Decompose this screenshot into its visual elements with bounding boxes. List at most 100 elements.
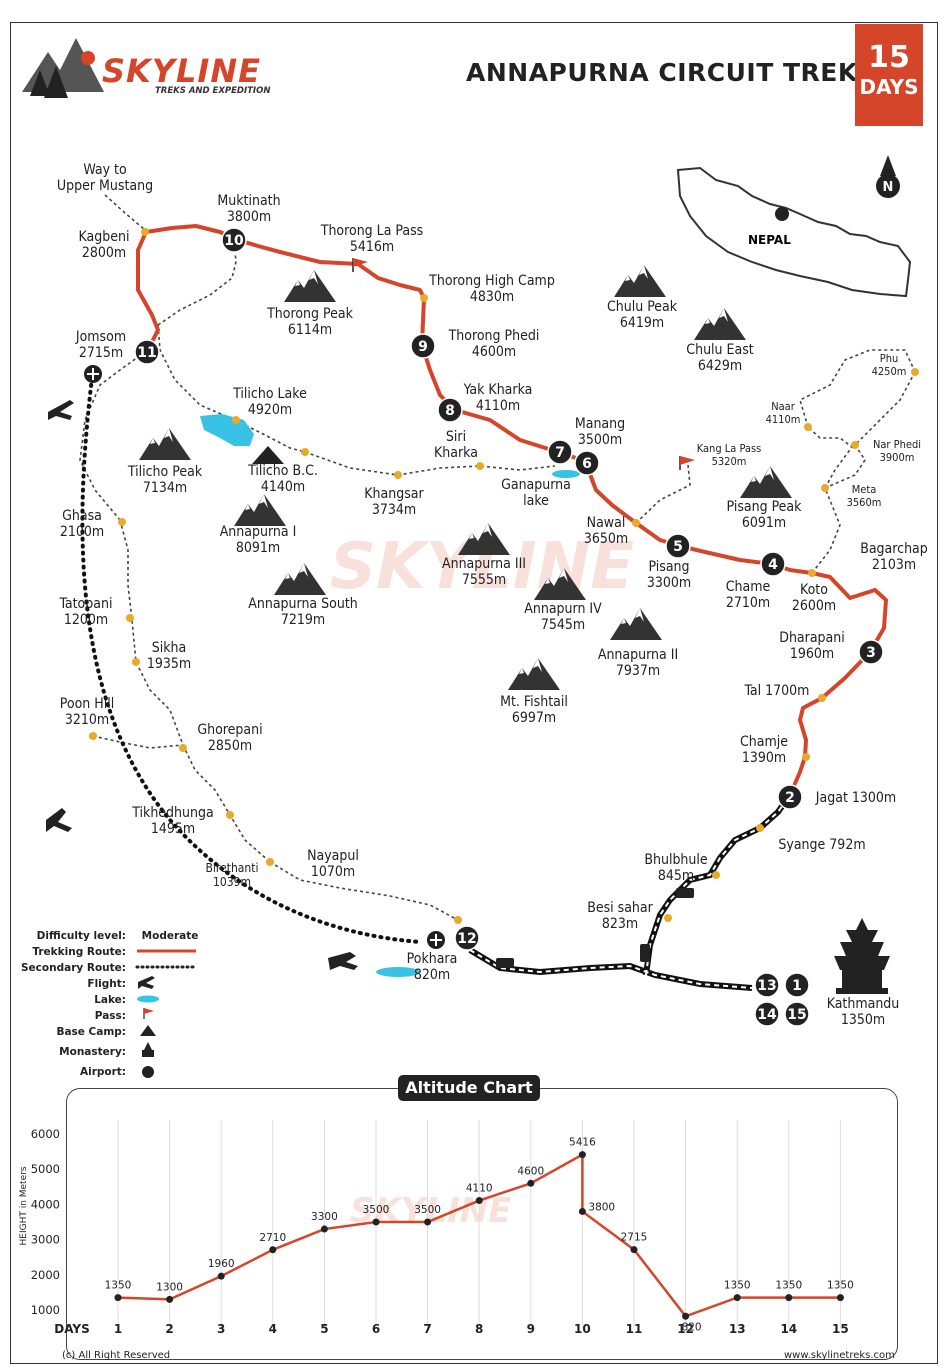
place-line: Tikhedhunga [131, 805, 213, 821]
days-badge: 15 DAYS [855, 24, 923, 126]
place-line: 4140m [261, 479, 305, 495]
place-line: Tilicho Lake [232, 386, 307, 402]
point-label: 1350 [105, 1280, 132, 1292]
day-marker-circle [665, 533, 691, 559]
place-line: 2100m [60, 524, 104, 540]
place-line: 1935m [147, 656, 191, 672]
point-label: 4110 [466, 1183, 493, 1195]
y-tick-label: 4000 [31, 1197, 60, 1211]
day-marker-circle [134, 339, 160, 365]
altitude-point [217, 1272, 225, 1280]
day-marker-7: 7 [547, 439, 573, 465]
day-marker-label: 9 [418, 339, 428, 355]
altitude-point [578, 1151, 586, 1159]
place-line: Meta [852, 483, 877, 496]
place-line: 3300m [647, 575, 691, 591]
waypoint-dot [808, 569, 816, 577]
legend-secondary-route: Secondary Route: [21, 962, 126, 974]
legend-trekking-route: Trekking Route: [32, 946, 126, 958]
tilicho-lake-icon [200, 414, 254, 446]
x-tick-label: 2 [165, 1322, 173, 1336]
place-line: Besi sahar [587, 900, 653, 916]
day-marker-8: 8 [437, 397, 463, 423]
pass-flag-icon [352, 258, 695, 470]
peak-line: 6997m [512, 710, 556, 726]
point-label: 1300 [156, 1281, 183, 1293]
day-marker-label: 14 [757, 1007, 777, 1023]
x-tick-label: 7 [423, 1322, 431, 1336]
place-line: 2715m [79, 345, 123, 361]
place-line: 5416m [350, 239, 394, 255]
legend-pass: Pass: [94, 1010, 126, 1022]
altitude-point [320, 1225, 328, 1233]
place-line: Ghasa [62, 508, 102, 524]
place-line: 4830m [470, 289, 514, 305]
altitude-point [578, 1207, 586, 1215]
point-label: 820 [682, 1321, 702, 1333]
altitude-point [424, 1218, 432, 1226]
altitude-chart-title: Altitude Chart [398, 1075, 540, 1101]
north-label: N [883, 180, 894, 195]
x-tick-label: 14 [780, 1322, 797, 1336]
day-marker-label: 10 [224, 233, 244, 249]
x-tick-label: 15 [832, 1322, 849, 1336]
website-link[interactable]: www.skylinetreks.com [784, 1350, 895, 1361]
brand-tagline: TREKS AND EXPEDITION [155, 86, 271, 96]
waypoint-dot [394, 471, 402, 479]
waypoint-dot [851, 441, 859, 449]
place-line: Jagat 1300m [815, 790, 896, 806]
peak-line: Annapurna III [442, 556, 526, 572]
waypoint-dot [118, 518, 126, 526]
day-marker-circle [784, 1001, 810, 1027]
place-line: Poon Hill [60, 696, 114, 712]
day-marker-6: 6 [574, 450, 600, 476]
peak-line: Thorong Peak [266, 306, 353, 322]
peak-line: 6114m [288, 322, 332, 338]
day-marker-9: 9 [410, 333, 436, 359]
point-label: 3800 [588, 1201, 615, 1213]
legend-monastery: Monastery: [59, 1046, 126, 1058]
place-line: 4920m [248, 402, 292, 418]
airport-icon [84, 365, 445, 949]
pokhara-lake-icon [376, 967, 420, 977]
place-line: Bagarchap [860, 541, 928, 557]
monastery-icon [834, 918, 890, 994]
peak-line: Chulu Peak [607, 299, 678, 315]
day-marker-13: 13 [754, 972, 780, 998]
place-line: 3560m [847, 496, 882, 509]
waypoint-dot [476, 462, 484, 470]
x-tick-label: 13 [729, 1322, 746, 1336]
place-line: 1070m [311, 864, 355, 880]
altitude-point [630, 1246, 638, 1254]
place-line: Chame [726, 579, 771, 595]
altitude-point [114, 1294, 122, 1302]
altitude-point [733, 1294, 741, 1302]
day-marker-12: 12 [454, 925, 480, 951]
place-line: Thorong High Camp [428, 273, 555, 289]
altitude-point [372, 1218, 380, 1226]
legend-base-camp: Base Camp: [56, 1026, 126, 1038]
place-line: Tatopani [59, 596, 113, 612]
place-label-tal: Tal 1700m [744, 683, 810, 699]
day-marker-circle [777, 784, 803, 810]
place-line: Jomsom [75, 329, 126, 345]
